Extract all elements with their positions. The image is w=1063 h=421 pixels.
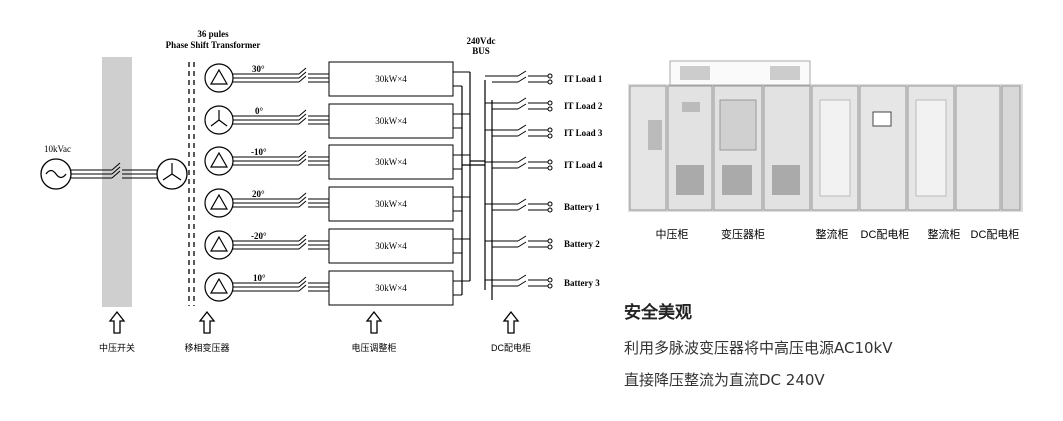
input-label: 10kVac	[44, 144, 71, 154]
rectifier-label-5: 30kW×4	[375, 241, 407, 251]
output-terminals	[547, 73, 553, 289]
delta-winding-icon	[204, 272, 234, 302]
rectifier-label-3: 30kW×4	[375, 157, 407, 167]
cabinet-label-mv: 中压柜	[656, 228, 689, 241]
phase-angle-2: 0°	[255, 106, 264, 116]
cabinet-label-rectifier-1: 整流柜	[816, 227, 849, 241]
phase-angle-5: -20°	[251, 231, 267, 241]
up-arrow-icon	[108, 310, 126, 334]
rectifier-box-5	[328, 228, 454, 264]
up-arrow-icon	[198, 310, 216, 334]
bottom-arrows	[108, 310, 520, 334]
dc-cabinet-2	[955, 85, 1001, 211]
rectifier-box-6	[328, 270, 454, 306]
up-arrow-icon	[365, 310, 383, 334]
bottom-label-mv-switch: 中压开关	[99, 342, 135, 353]
transformer-row-4: 20° 30kW×4	[204, 186, 470, 222]
cabinet-photo	[628, 60, 1023, 212]
dc-bus	[461, 72, 493, 300]
delta-winding-icon	[204, 230, 234, 260]
bus-header-line2: BUS	[472, 46, 490, 56]
load-label-3: IT Load 3	[564, 128, 603, 138]
rectifier-label-2: 30kW×4	[375, 116, 407, 126]
rectifier-box-1	[328, 61, 454, 97]
load-label-5: Battery 1	[564, 202, 600, 212]
transformer-row-2: 0° 30kW×4	[204, 103, 470, 139]
side-line-1: 利用多脉波变压器将中高压电源AC10kV	[624, 339, 893, 357]
transformer-row-6: 10° 30kW×4	[204, 270, 470, 306]
output-feeders	[485, 70, 548, 287]
side-title: 安全美观	[624, 303, 692, 323]
transformer-row-5: -20° 30kW×4	[204, 228, 470, 264]
bottom-label-voltage-cabinet: 电压调整柜	[351, 342, 396, 353]
cabinet-label-rectifier-2: 整流柜	[928, 227, 961, 241]
transformer-header-line1: 36 pules	[197, 29, 229, 39]
bus-header-line1: 240Vdc	[467, 36, 496, 46]
delta-winding-icon	[204, 188, 234, 218]
rectifier-box-2	[328, 103, 454, 139]
phase-angle-6: 10°	[253, 273, 266, 283]
up-arrow-icon	[502, 310, 520, 334]
cabinet-label-transformer: 变压器柜	[721, 227, 765, 241]
load-label-7: Battery 3	[564, 278, 600, 288]
dc-cabinet-1	[859, 85, 907, 211]
primary-winding-icon	[156, 158, 188, 190]
phase-angle-4: 20°	[252, 189, 265, 199]
delta-winding-icon	[204, 63, 234, 93]
load-label-4: IT Load 4	[564, 160, 603, 170]
rectifier-label-4: 30kW×4	[375, 199, 407, 209]
load-label-1: IT Load 1	[564, 74, 603, 84]
bottom-label-dc-cabinet: DC配电柜	[491, 342, 531, 353]
load-label-6: Battery 2	[564, 239, 600, 249]
load-label-2: IT Load 2	[564, 101, 603, 111]
side-line-2: 直接降压整流为直流DC 240V	[624, 371, 825, 389]
phase-angle-1: 30°	[252, 64, 265, 74]
bottom-label-transformer: 移相变压器	[184, 342, 229, 353]
cabinet-label-dc-2: DC配电柜	[971, 228, 1020, 241]
transformer-header-line2: Phase Shift Transformer	[166, 40, 261, 50]
transformer-row-1: 30° 30kW×4	[204, 61, 470, 97]
rectifier-label-1: 30kW×4	[375, 74, 407, 84]
cabinet-label-dc-1: DC配电柜	[861, 228, 910, 241]
rectifier-box-3	[328, 144, 454, 180]
rectifier-label-6: 30kW×4	[375, 283, 407, 293]
phase-angle-3: -10°	[251, 147, 267, 157]
transformer-row-3: -10° 30kW×4	[204, 144, 470, 180]
side-description: 安全美观 利用多脉波变压器将中高压电源AC10kV 直接降压整流为直流DC 24…	[624, 298, 1044, 401]
rectifier-box-4	[328, 186, 454, 222]
mv-switch-band	[102, 57, 132, 307]
delta-winding-icon	[204, 146, 234, 176]
